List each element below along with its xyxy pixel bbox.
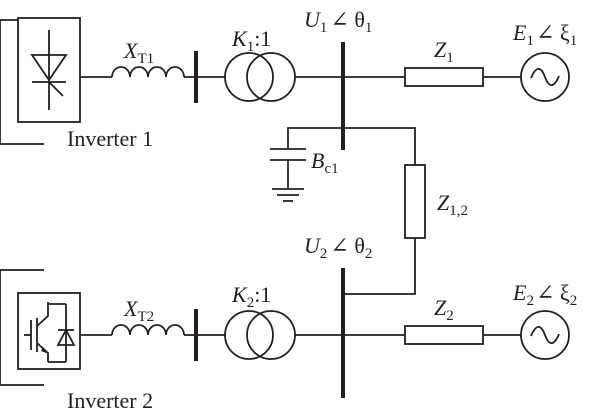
inverter-2-label: Inverter 2: [67, 388, 153, 413]
voltage-source-e2-icon: [520, 310, 570, 360]
inverter-1-label: Inverter 1: [67, 126, 153, 151]
inductor-xt1: [111, 66, 196, 78]
transformer-k1-icon: [224, 52, 296, 102]
xt2-label: XT2: [123, 296, 154, 325]
z2-label: Z2: [434, 295, 454, 324]
impedance-z2: [404, 325, 484, 345]
z12-label: Z1,2: [437, 190, 468, 219]
ground-icon: [272, 188, 304, 202]
e1-label: E1∠ ξ1: [512, 20, 577, 49]
k2-label: K2:1: [231, 282, 271, 311]
inverter-1: [0, 17, 112, 145]
voltage-source-e1-icon: [520, 52, 570, 102]
line-z12-to-u2: [343, 238, 416, 295]
transformer-k2-icon: [224, 310, 296, 360]
xt1-label: XT1: [123, 38, 154, 67]
z1-label: Z1: [434, 37, 454, 66]
igbt-icon: [24, 302, 76, 363]
impedance-z12: [404, 164, 426, 239]
u2-label: U2∠ θ2: [304, 233, 372, 262]
bc1-label: Bc1: [311, 148, 339, 177]
inverter-2: [0, 269, 112, 386]
impedance-z1: [404, 67, 484, 87]
u1-label: U1∠ θ1: [304, 7, 372, 36]
e2-label: E2∠ ξ2: [512, 280, 577, 309]
k1-label: K1:1: [231, 26, 271, 55]
line-u1-to-z12: [343, 127, 416, 165]
thyristor-icon: [30, 30, 68, 110]
inductor-xt2: [111, 324, 196, 336]
inverter-2-box: [17, 292, 81, 370]
capacitor-bc1: [270, 127, 343, 188]
